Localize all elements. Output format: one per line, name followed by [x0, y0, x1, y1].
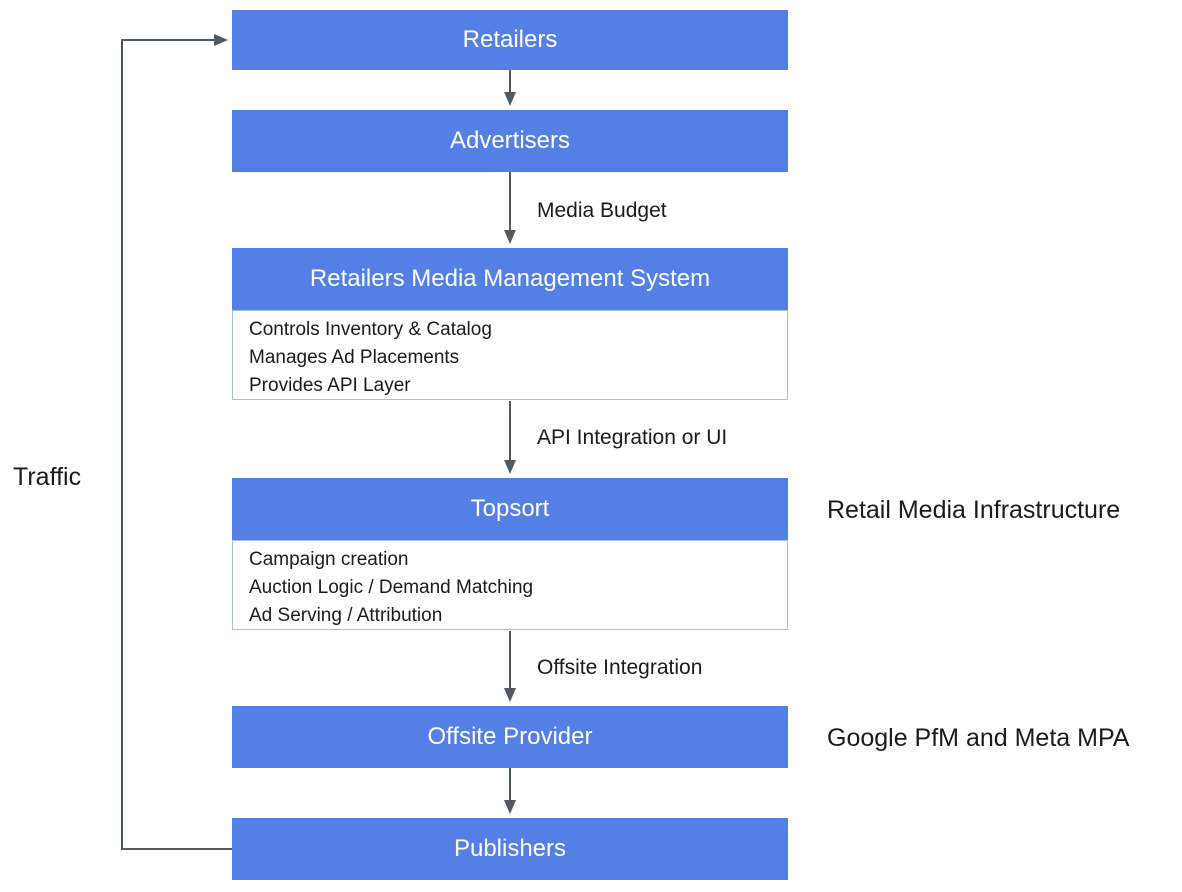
- node-advertisers-label: Advertisers: [232, 110, 788, 172]
- detail-line: Provides API Layer: [249, 375, 411, 396]
- node-retailers-label: Retailers: [232, 10, 788, 70]
- node-offsite-provider-label: Offsite Provider: [232, 706, 788, 768]
- node-topsort-label: Topsort: [232, 478, 788, 540]
- node-topsort-details: Campaign creation Auction Logic / Demand…: [232, 540, 788, 630]
- annotation-google-pfm-meta-mpa: Google PfM and Meta MPA: [827, 724, 1130, 752]
- node-rmms: Retailers Media Management System Contro…: [232, 248, 788, 400]
- node-retailers: Retailers: [232, 10, 788, 70]
- edge-label-media-budget: Media Budget: [537, 199, 667, 222]
- node-publishers-label: Publishers: [232, 818, 788, 880]
- detail-line: Manages Ad Placements: [249, 347, 460, 368]
- edge-label-api-integration: API Integration or UI: [537, 426, 728, 449]
- detail-line: Auction Logic / Demand Matching: [249, 577, 534, 598]
- annotation-traffic: Traffic: [13, 463, 82, 491]
- annotation-retail-media-infrastructure: Retail Media Infrastructure: [827, 496, 1121, 524]
- traffic-feedback-line: [121, 34, 232, 850]
- node-publishers: Publishers: [232, 818, 788, 880]
- node-rmms-details: Controls Inventory & Catalog Manages Ad …: [232, 310, 788, 400]
- node-rmms-label: Retailers Media Management System: [232, 248, 788, 310]
- detail-line: Campaign creation: [249, 549, 409, 570]
- node-offsite-provider: Offsite Provider: [232, 706, 788, 768]
- edge-label-offsite-integration: Offsite Integration: [537, 656, 703, 679]
- detail-line: Controls Inventory & Catalog: [249, 319, 492, 340]
- node-advertisers: Advertisers: [232, 110, 788, 172]
- node-topsort: Topsort Campaign creation Auction Logic …: [232, 478, 788, 630]
- detail-line: Ad Serving / Attribution: [249, 605, 443, 626]
